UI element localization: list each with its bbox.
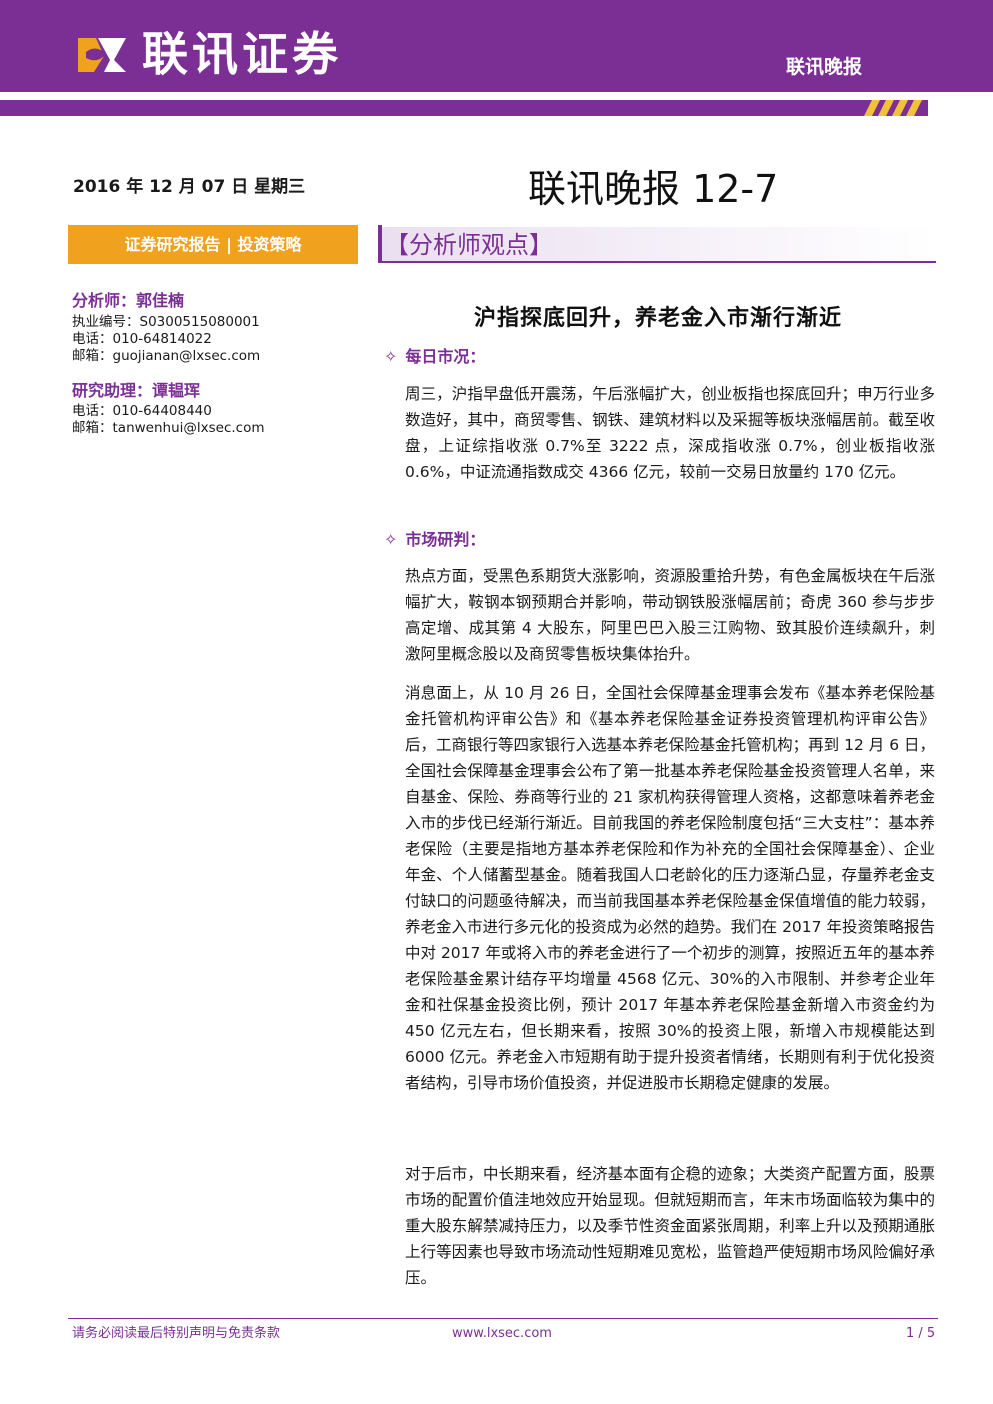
subhead-market-judgment: ✧ 市场研判： — [384, 528, 485, 552]
assistant-name: 研究助理：谭韫珲 — [72, 381, 201, 400]
report-title: 联讯晚报 12-7 — [528, 167, 779, 211]
footer-disclaimer: 请务必阅读最后特别声明与免责条款 — [72, 1326, 281, 1341]
analyst-license: 执业编号：S0300515080001 — [72, 314, 260, 330]
diamond-bullet-icon: ✧ — [384, 530, 398, 549]
logo-mark-icon — [78, 38, 126, 72]
analyst-name: 分析师：郭佳楠 — [72, 291, 185, 310]
brand-name: 联讯证券 — [142, 27, 342, 81]
footer-page-number: 1 / 5 — [906, 1326, 936, 1341]
footer-divider — [68, 1318, 938, 1319]
report-date: 2016 年 12 月 07 日 星期三 — [73, 177, 306, 197]
header-tag: 联讯晚报 — [786, 56, 863, 78]
paragraph-news: 消息面上，从 10 月 26 日，全国社会保障基金理事会发布《基本养老保险基金托… — [405, 684, 935, 1092]
header-stripe — [0, 100, 993, 116]
section-bar — [378, 225, 936, 263]
subhead-daily-market: ✧ 每日市况： — [384, 345, 485, 369]
analyst-contact: 执业编号：S0300515080001 电话：010-64814022 邮箱：g… — [72, 314, 260, 365]
stripe-hatch-decoration — [858, 100, 993, 116]
subhead-label: 每日市况： — [405, 347, 486, 366]
section-title: 【分析师观点】 — [385, 231, 553, 259]
section-bar-fill — [382, 227, 936, 263]
assistant-email: 邮箱：tanwenhui@lxsec.com — [72, 420, 265, 436]
header-band — [0, 0, 993, 92]
analyst-email: 邮箱：guojianan@lxsec.com — [72, 348, 261, 364]
paragraph-hotspots: 热点方面，受黑色系期货大涨影响，资源股重拾升势，有色金属板块在午后涨幅扩大，鞍钢… — [405, 567, 935, 663]
article-headline: 沪指探底回升，养老金入市渐行渐近 — [473, 306, 842, 331]
paragraph-market: 周三，沪指早盘低开震荡，午后涨幅扩大，创业板指也探底回升；申万行业多数造好，其中… — [405, 385, 935, 481]
paragraph-outlook: 对于后市，中长期来看，经济基本面有企稳的迹象；大类资产配置方面，股票市场的配置价… — [405, 1165, 935, 1287]
report-category-bar: 证券研究报告 | 投资策略 — [68, 225, 358, 264]
analyst-phone: 电话：010-64814022 — [72, 331, 212, 347]
footer-url-link[interactable]: www.lxsec.com — [452, 1326, 552, 1341]
assistant-contact: 电话：010-64408440 邮箱：tanwenhui@lxsec.com — [72, 403, 265, 437]
diamond-bullet-icon: ✧ — [384, 347, 398, 366]
assistant-phone: 电话：010-64408440 — [72, 403, 212, 419]
subhead-label: 市场研判： — [405, 530, 486, 549]
